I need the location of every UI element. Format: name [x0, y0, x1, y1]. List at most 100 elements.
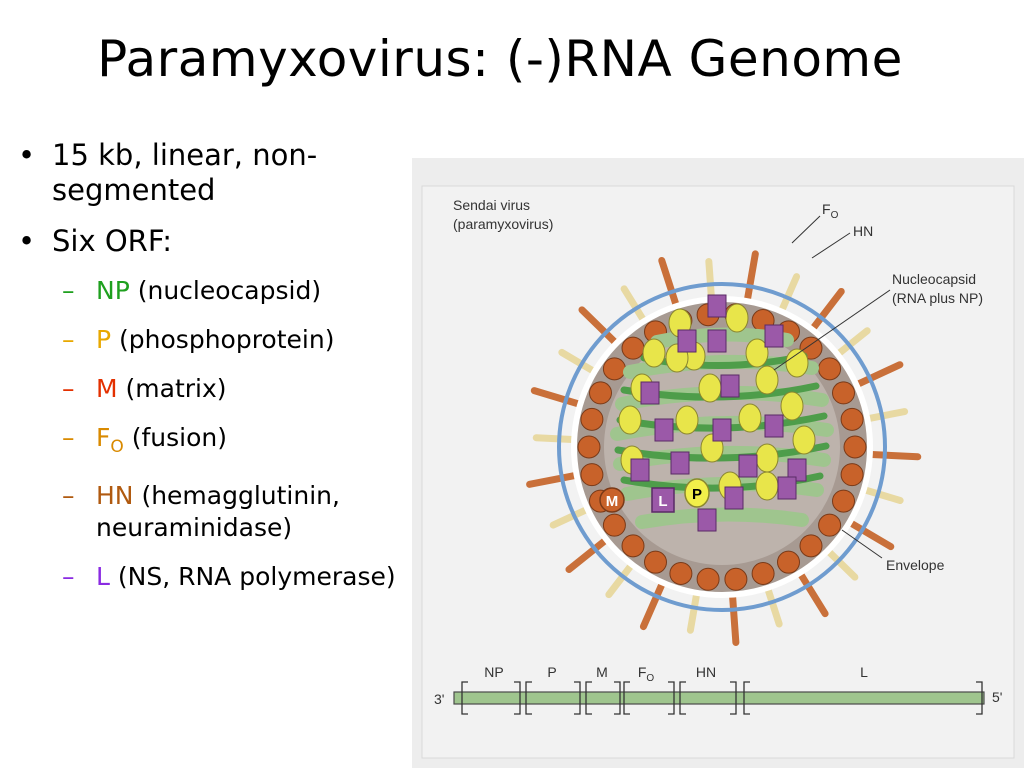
- l-protein: [697, 508, 717, 532]
- orf-item-hn: – HN (hemagglutinin, neuraminidase): [14, 480, 414, 544]
- np-protein: [675, 405, 699, 435]
- matrix-protein: [799, 534, 823, 558]
- orf-desc: (matrix): [125, 374, 227, 403]
- orf-desc: (phosphoprotein): [119, 325, 335, 354]
- dash-icon: –: [62, 562, 75, 591]
- orf-desc: (hemagglutinin, neuraminidase): [96, 481, 340, 542]
- hn-spike: [686, 591, 700, 634]
- gene-bracket: [514, 681, 521, 715]
- fo-spike: [578, 306, 619, 346]
- np-protein: [755, 471, 779, 501]
- hn-spike: [825, 548, 859, 581]
- gene-label-fo: FO: [638, 664, 655, 684]
- genome-map: 3' 5' NP P M FO HN L: [434, 664, 1002, 715]
- l-protein: [764, 324, 784, 348]
- l-protein: [707, 329, 727, 353]
- gene-bracket: [623, 681, 630, 715]
- matrix-protein: [724, 567, 748, 591]
- p-protein-label: P: [692, 486, 702, 503]
- matrix-protein: [843, 435, 867, 459]
- np-protein: [780, 391, 804, 421]
- hn-spike: [558, 348, 597, 375]
- hn-spike: [865, 408, 909, 422]
- np-protein: [755, 365, 779, 395]
- orf-item-l: – L (NS, RNA polymerase): [14, 561, 414, 593]
- virus-name-label: Sendai virus: [453, 197, 530, 213]
- np-proteins: [618, 303, 816, 501]
- fo-spike: [658, 256, 680, 308]
- orf-desc: (fusion): [131, 423, 227, 452]
- matrix-protein: [751, 561, 775, 585]
- fo-label-main: F: [822, 201, 831, 217]
- hn-pointer: [811, 232, 851, 259]
- p-protein-marker: [684, 478, 710, 508]
- hn-spike: [862, 486, 904, 504]
- gene-bracket: [976, 681, 983, 715]
- fo-spike: [797, 571, 829, 618]
- matrix-protein: [602, 357, 626, 381]
- envelope-spikes: [526, 250, 922, 647]
- gene-bracket: [668, 681, 675, 715]
- np-protein: [642, 338, 666, 368]
- virus-family-label: (paramyxovirus): [453, 216, 553, 232]
- orf-desc: (nucleocapsid): [137, 276, 322, 305]
- gene-brackets: [461, 681, 983, 715]
- l-protein: [640, 381, 660, 405]
- fo-pointer: [791, 215, 821, 244]
- orf-desc: (NS, RNA polymerase): [117, 562, 396, 591]
- matrix-protein: [644, 550, 667, 574]
- m-protein-marker: [599, 487, 625, 513]
- matrix-protein: [669, 561, 693, 585]
- hn-spike: [605, 562, 635, 599]
- bullet-text: 15 kb, linear, non-segmented: [52, 138, 318, 207]
- l-protein: [712, 418, 732, 442]
- l-protein: [724, 486, 744, 510]
- hn-spike: [705, 257, 715, 301]
- matrix-protein: [840, 463, 864, 487]
- orf-name: M: [96, 374, 118, 403]
- bullet-dot-icon: •: [18, 224, 36, 258]
- gene-label-hn: HN: [696, 664, 716, 680]
- matrix-protein: [580, 407, 604, 431]
- np-protein: [745, 338, 769, 368]
- l-protein: [777, 476, 797, 500]
- nucleocapsid-pointer: [773, 289, 891, 371]
- nucleocapsid-sublabel: (RNA plus NP): [892, 290, 983, 306]
- np-protein: [618, 405, 642, 435]
- nucleocapsid-label: Nucleocapsid: [892, 271, 976, 287]
- dash-icon: –: [62, 325, 75, 354]
- orf-name-main: F: [96, 423, 111, 452]
- fo-spike: [809, 287, 845, 332]
- np-protein: [785, 348, 809, 378]
- matrix-layer: [577, 303, 867, 591]
- fo-spike: [847, 519, 895, 551]
- fo-spike: [729, 593, 740, 647]
- matrix-protein: [577, 435, 601, 459]
- np-protein: [738, 403, 762, 433]
- l-proteins: [630, 294, 807, 532]
- hn-spike: [778, 273, 801, 314]
- orf-name-sub: O: [110, 437, 124, 457]
- gene-bracket: [461, 681, 468, 715]
- gene-label-p: P: [547, 664, 556, 680]
- bullet-text: Six ORF:: [52, 224, 173, 258]
- np-protein: [698, 373, 722, 403]
- fo-label-sub: O: [831, 210, 839, 221]
- matrix-protein: [602, 513, 626, 537]
- hn-spike: [620, 285, 647, 323]
- orf-name: NP: [96, 276, 130, 305]
- orf-name: FO: [96, 423, 124, 457]
- l-protein: [720, 374, 740, 398]
- gene-label-fo-main: F: [638, 664, 647, 680]
- fo-spike: [526, 472, 579, 488]
- l-protein: [630, 458, 650, 482]
- hn-spike: [549, 506, 590, 529]
- helix-coil: [635, 507, 809, 529]
- l-protein: [764, 414, 784, 438]
- gene-bracket: [679, 681, 686, 715]
- matrix-protein: [840, 407, 864, 431]
- hn-spike: [764, 586, 783, 628]
- orf-item-np: – NP (nucleocapsid): [14, 275, 414, 307]
- hn-spike: [835, 327, 871, 357]
- orf-name: P: [96, 325, 112, 354]
